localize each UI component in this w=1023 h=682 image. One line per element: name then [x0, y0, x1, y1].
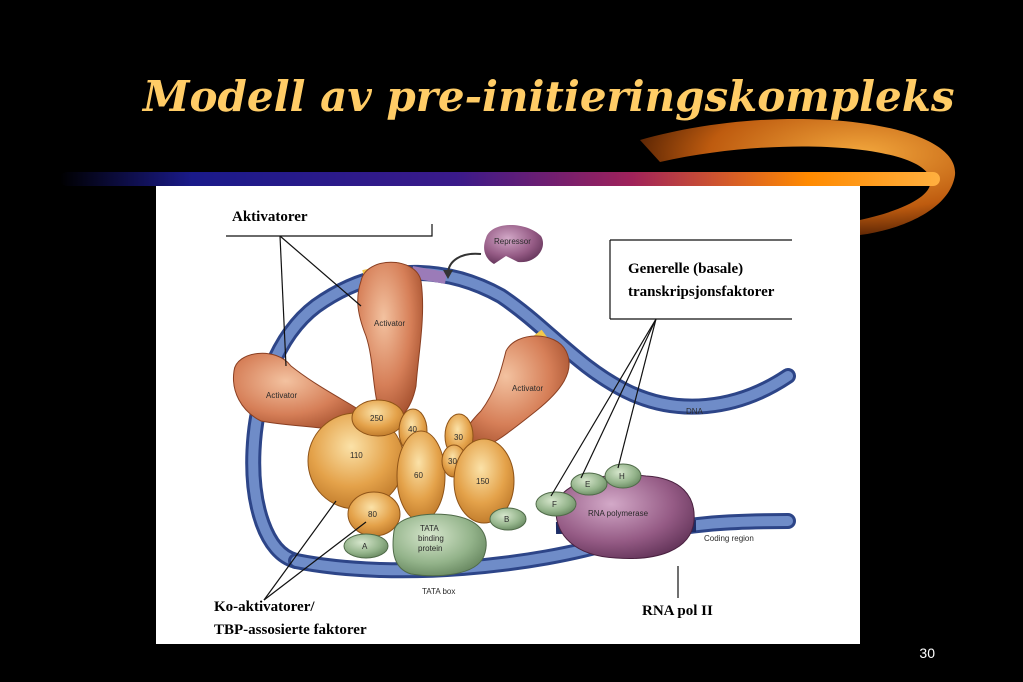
label-generelle-line2: transkripsjonsfaktorer: [628, 284, 775, 300]
taf-cluster: 250 40 30 30 110 60 150 80: [307, 399, 515, 537]
taf-150-label: 150: [476, 477, 490, 486]
activator-center: Activator: [357, 261, 424, 423]
tata-box-label: TATA box: [422, 587, 455, 596]
taf-250-label: 250: [370, 414, 384, 423]
activator-right-label: Activator: [512, 384, 543, 393]
repressor: Repressor: [443, 224, 544, 279]
diagram-figure: Repressor Activator Activator Activator: [156, 186, 860, 644]
tata-binding-protein: TATA binding protein: [392, 513, 487, 577]
label-koaktivatorer-line2: TBP-assosierte faktorer: [214, 622, 367, 638]
activator-center-label: Activator: [374, 319, 405, 328]
taf-110-label: 110: [350, 451, 363, 460]
tbp-label-line1: TATA: [420, 524, 439, 533]
activator-right: Activator: [463, 335, 570, 452]
dna-label: DNA: [686, 407, 704, 416]
taf-60-label: 60: [414, 471, 423, 480]
label-generelle-line1: Generelle (basale): [628, 261, 744, 277]
label-koaktivatorer-line1: Ko-aktivatorer/: [214, 599, 315, 615]
slide-title: Modell av pre-initieringskompleks: [143, 72, 955, 121]
page-number: 30: [919, 645, 935, 661]
gtf-e-label: E: [585, 480, 590, 489]
activator-left-label: Activator: [266, 391, 297, 400]
tbp-label-line3: protein: [418, 544, 442, 553]
callout-lines: [226, 224, 792, 601]
label-aktivatorer: Aktivatorer: [232, 209, 308, 225]
label-rna-pol: RNA pol II: [642, 603, 713, 619]
gtf-h-label: H: [619, 472, 625, 481]
coding-region-label: Coding region: [704, 534, 754, 543]
gtf-f-label: F: [552, 500, 557, 509]
taf-30a-label: 30: [454, 433, 463, 442]
taf-40-label: 40: [408, 425, 417, 434]
taf-30b-label: 30: [448, 457, 457, 466]
pre-initiation-complex-diagram: Repressor Activator Activator Activator: [226, 224, 796, 601]
rna-polymerase-label: RNA polymerase: [588, 509, 649, 518]
gtf-a-label: A: [362, 542, 368, 551]
general-transcription-factors: A B F E H: [343, 463, 642, 559]
decorative-swoosh: [60, 118, 956, 235]
taf-80-label: 80: [368, 510, 377, 519]
repressor-label: Repressor: [494, 237, 531, 246]
tbp-label-line2: binding: [418, 534, 444, 543]
gtf-b-label: B: [504, 515, 509, 524]
